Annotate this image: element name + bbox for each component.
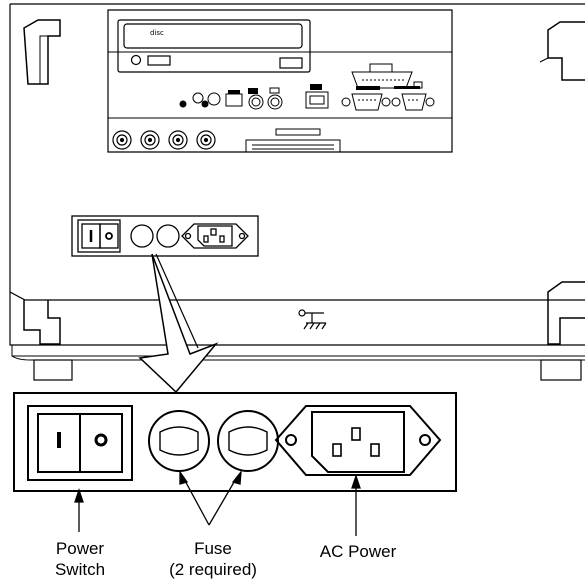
power-switch[interactable] <box>27 405 133 481</box>
power-module-small <box>71 215 259 257</box>
ethernet-port-icon <box>305 91 329 109</box>
gpib-connector <box>351 63 413 89</box>
power-switch-label-line2: Switch <box>54 560 106 579</box>
mouse-port-icon <box>267 94 283 110</box>
fuse-label-line2: (2 required) <box>169 560 257 579</box>
ac-power-label: AC Power <box>306 541 410 562</box>
fuse-arrow-left <box>182 476 210 526</box>
corner-bracket-top-left <box>23 19 61 85</box>
disc-drive: disc <box>117 19 311 73</box>
rear-connectors <box>179 63 435 111</box>
corner-bracket-top-right <box>547 21 585 81</box>
audio-out-icon <box>179 100 187 108</box>
disc-logo: disc <box>150 29 164 37</box>
fuse-arrow-right <box>208 476 238 526</box>
ground-symbol-icon <box>298 309 327 330</box>
power-off-symbol <box>94 433 108 447</box>
fuse-label: Fuse (2 required) <box>158 538 268 580</box>
serial-port-icon <box>341 86 391 111</box>
corner-bracket-bottom-right <box>547 281 585 345</box>
io-panel <box>107 9 453 153</box>
power-module-detail <box>13 392 457 492</box>
left-foot <box>33 359 73 381</box>
corner-bracket-bottom-left <box>23 300 61 345</box>
eject-button[interactable] <box>130 54 142 66</box>
label-arrows <box>74 469 361 536</box>
bnc-connectors <box>112 130 216 150</box>
keyboard-port-icon <box>248 94 264 110</box>
zoom-callout-arrow <box>138 253 219 394</box>
pc-card-slot <box>245 128 341 153</box>
power-switch-label-line1: Power <box>55 539 105 558</box>
ac-power-label-text: AC Power <box>319 542 397 561</box>
power-switch-label: Power Switch <box>45 538 115 580</box>
fuse-label-line1: Fuse <box>194 539 232 558</box>
fuse-holder-2[interactable] <box>217 410 279 472</box>
fuse-holder-1[interactable] <box>148 410 210 472</box>
ac-power-inlet[interactable] <box>274 405 442 476</box>
video-out-port-icon <box>391 81 435 111</box>
right-foot <box>540 359 582 381</box>
instrument-rear-view: disc <box>9 3 585 394</box>
